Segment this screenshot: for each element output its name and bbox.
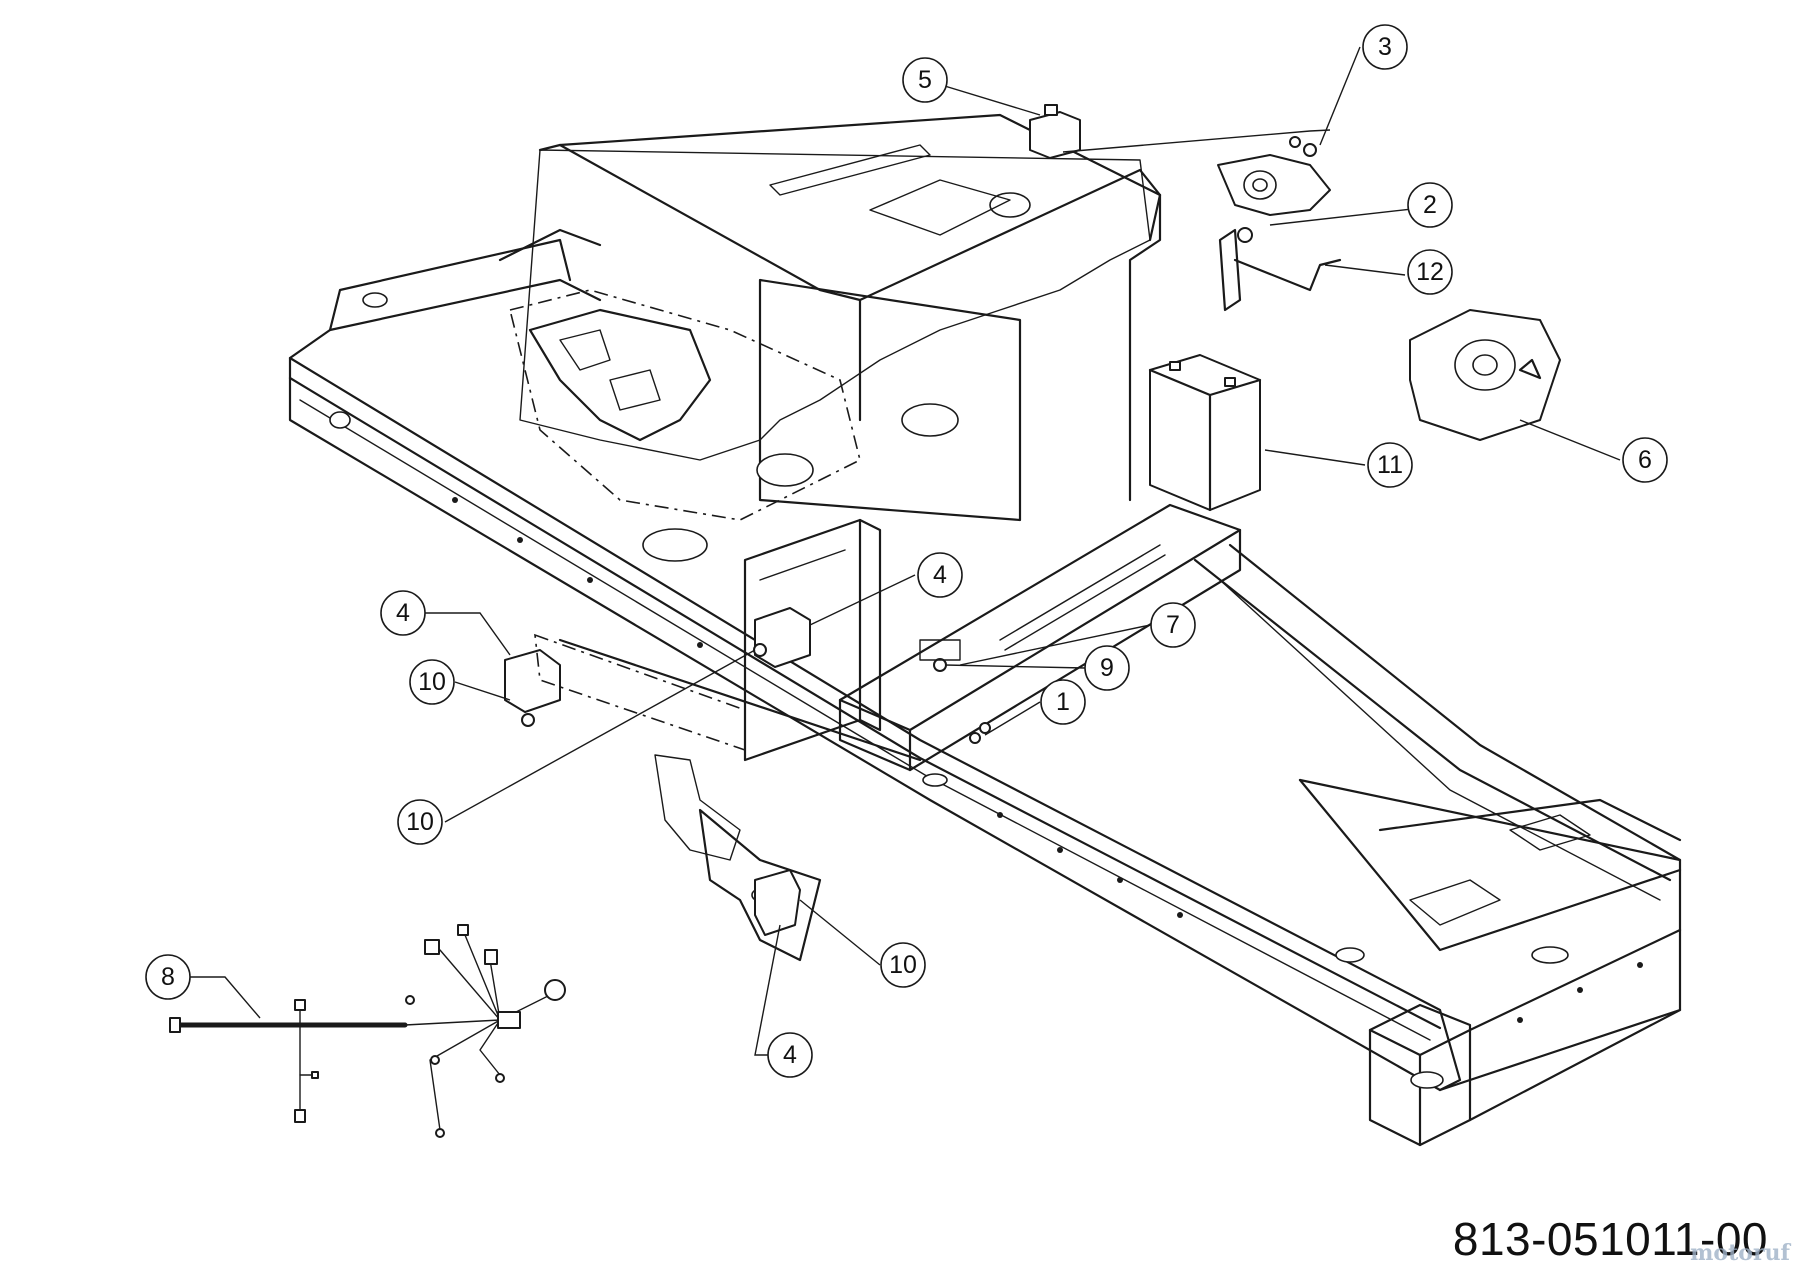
callout-7-label: 7 (1166, 611, 1180, 639)
small-fasteners (919, 639, 991, 744)
callout-10-left: 10 (409, 659, 455, 705)
callout-10-bottom-label: 10 (889, 951, 917, 979)
wiring-harness (169, 924, 566, 1138)
right-frame-rail (1193, 543, 1682, 1092)
callout-12: 12 (1407, 249, 1453, 295)
seat-mounting-plate (519, 149, 1151, 562)
relay-mount-dashline (534, 633, 746, 752)
left-upper-rail (288, 228, 602, 429)
shift-plate (509, 289, 861, 521)
starter-solenoid (1217, 136, 1331, 216)
relay-center (753, 607, 811, 668)
callout-7: 7 (1150, 602, 1196, 648)
diagram-code: 813-051011-00 (1452, 1213, 1768, 1265)
callout-9-label: 9 (1100, 654, 1114, 682)
callout-4-center-label: 4 (933, 561, 947, 589)
callout-10-left-label: 10 (418, 668, 446, 696)
upper-frame-box (538, 113, 1162, 502)
callout-8: 8 (145, 954, 191, 1000)
callout-10-center-label: 10 (406, 808, 434, 836)
callout-2: 2 (1407, 182, 1453, 228)
rear-hitch (1368, 928, 1682, 1147)
pto-switch (1029, 104, 1081, 159)
frame-holes (452, 497, 1643, 1023)
callout-6-label: 6 (1638, 446, 1652, 474)
callout-6: 6 (1622, 437, 1668, 483)
callout-10-bottom: 10 (880, 942, 926, 988)
callout-12-label: 12 (1416, 258, 1444, 286)
callout-1-label: 1 (1056, 688, 1070, 716)
callout-5: 5 (902, 57, 948, 103)
callout-11: 11 (1367, 442, 1413, 488)
callout-4-bottom-label: 4 (783, 1041, 797, 1069)
callout-4-left: 4 (380, 590, 426, 636)
watermark-logo: motoruf (1690, 1240, 1790, 1266)
callout-4-bottom: 4 (767, 1032, 813, 1078)
center-column (743, 518, 882, 762)
callout-1: 1 (1040, 679, 1086, 725)
callout-3: 3 (1362, 24, 1408, 70)
front-cross-plate (838, 503, 1242, 772)
left-frame-rail (288, 356, 1462, 1092)
callout-10-center: 10 (397, 799, 443, 845)
callout-5-label: 5 (918, 66, 932, 94)
callout-2-label: 2 (1423, 191, 1437, 219)
callout-4-left-label: 4 (396, 599, 410, 627)
battery (1148, 354, 1262, 512)
leader-lines (190, 46, 1621, 1056)
left-fender-bracket (654, 754, 822, 962)
battery-hold-down (1218, 227, 1342, 312)
relay-bracket-lower (754, 869, 801, 936)
callout-11-label: 11 (1377, 451, 1403, 479)
callout-4-center: 4 (917, 552, 963, 598)
ignition-switch (1409, 309, 1561, 441)
callout-9: 9 (1084, 645, 1130, 691)
callout-8-label: 8 (161, 963, 175, 991)
callout-3-label: 3 (1378, 33, 1392, 61)
relay-left (504, 649, 561, 727)
